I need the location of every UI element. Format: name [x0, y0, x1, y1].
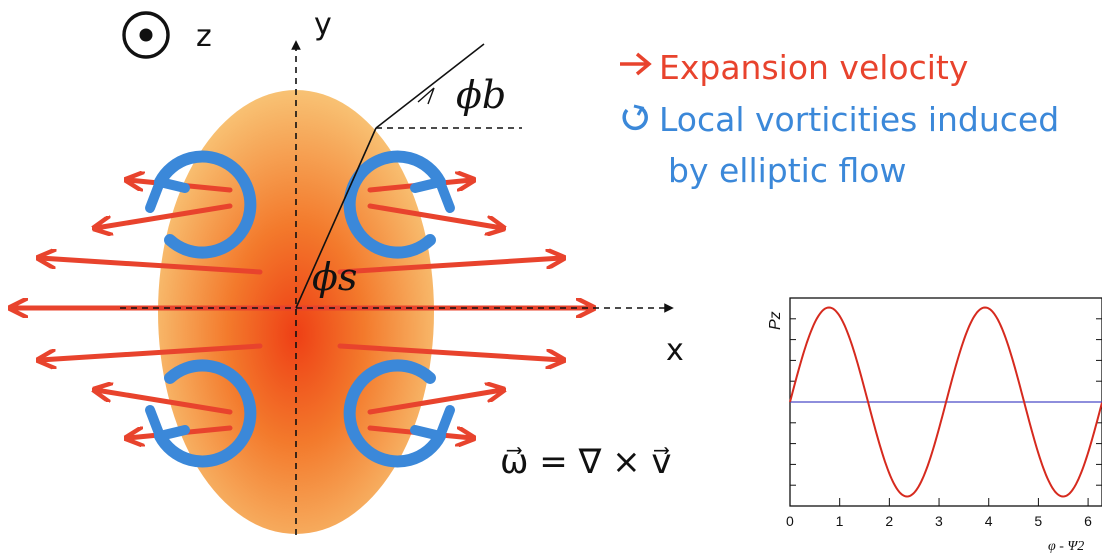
chart-x-tick-label: 5 — [1034, 513, 1042, 529]
legend-expansion-label: Expansion velocity — [659, 48, 969, 87]
chart-x-tick-label: 3 — [935, 513, 943, 529]
chart-x-label: φ - Ψ2 — [1048, 539, 1084, 554]
z-axis-label: z — [196, 19, 212, 54]
vorticity-formula: ω⃗ = ∇ × v⃗ — [500, 442, 672, 482]
chart-y-label: Pz — [767, 311, 784, 330]
y-axis-label: y — [314, 7, 332, 42]
x-axis-label: x — [666, 333, 684, 368]
vorticity-loops — [145, 150, 455, 468]
chart-x-tick-label: 4 — [985, 513, 993, 529]
arrow-right-icon — [617, 48, 659, 87]
chart-x-tick-label: 1 — [836, 513, 844, 529]
axes — [120, 40, 674, 535]
phi-b-label: ϕb — [456, 73, 506, 117]
vorticity-loop-lower-right — [343, 359, 455, 468]
legend-vorticity: Local vorticities induced — [617, 100, 1059, 139]
chart-x-tick-label: 6 — [1084, 513, 1092, 529]
vorticity-loop-upper-left — [145, 150, 257, 259]
circular-arrow-icon — [617, 100, 659, 139]
z-out-of-plane-icon — [122, 11, 170, 59]
chart-x-tick-label: 0 — [786, 513, 794, 529]
phi-s-label: ϕs — [312, 255, 357, 299]
legend-expansion: Expansion velocity — [617, 48, 968, 87]
legend-vorticity-label-line1: Local vorticities induced — [659, 100, 1060, 139]
chart-series-curve — [789, 306, 1102, 498]
legend-vorticity-label-line2: by elliptic flow — [668, 151, 907, 190]
chart-x-tick-label: 2 — [885, 513, 893, 529]
trajectory-line — [295, 43, 485, 309]
vorticity-loop-upper-right — [343, 150, 455, 259]
vorticity-loop-lower-left — [145, 359, 257, 468]
inset-chart: 0 1 2 3 4 5 6 Pz φ - Ψ2 — [767, 297, 1102, 554]
legend-vorticity-line2: by elliptic flow — [668, 151, 906, 190]
